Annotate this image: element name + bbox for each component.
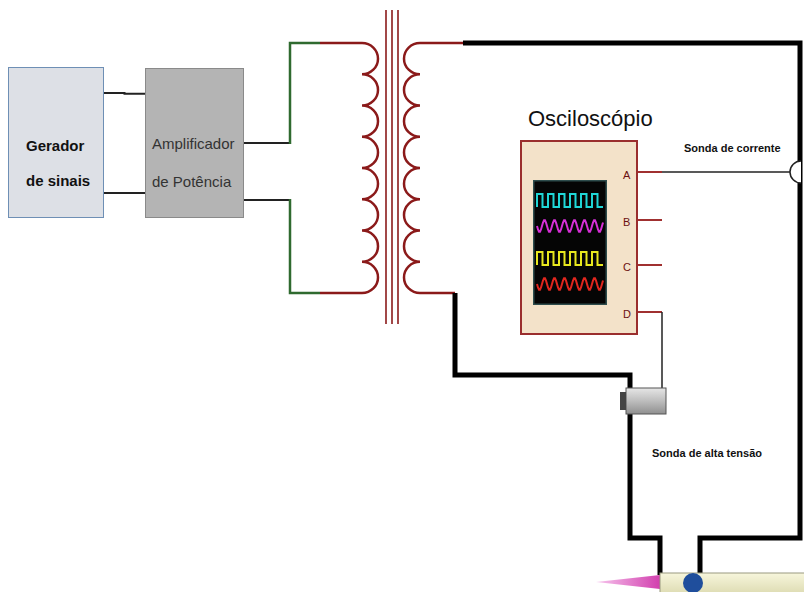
box-label: Gerador de sinais [26, 128, 98, 198]
plasma-plume [596, 575, 660, 589]
secondary-coil [404, 43, 463, 293]
current-probe-lead [662, 171, 790, 173]
waveform-trace [537, 220, 603, 231]
transformer-core [397, 10, 399, 324]
high-voltage-probe [626, 388, 666, 414]
hv-wire [455, 293, 660, 575]
waveform-trace [537, 252, 603, 265]
amplifier-box: Amplificador de Potência [145, 68, 244, 218]
box-label: Amplificador de Potência [152, 125, 238, 201]
primary-lead [290, 199, 320, 293]
scope-screen [533, 180, 607, 305]
channel-letter: B [623, 216, 630, 228]
channel-pin [638, 264, 662, 266]
electrode-ring [683, 573, 703, 592]
voltage-probe-lead [661, 312, 663, 388]
channel-letter: C [623, 261, 631, 273]
amp-wire [240, 142, 290, 144]
waveform-trace [537, 278, 603, 289]
primary-coil [320, 43, 378, 293]
signal-wire [104, 192, 145, 194]
primary-lead [290, 43, 320, 144]
channel-letter: D [623, 308, 631, 320]
probe-tip [620, 392, 626, 410]
channel-letter: A [623, 169, 630, 181]
probe-label: Sonda de alta tensão [652, 447, 762, 459]
screen-panel [534, 181, 607, 305]
channel-pin [638, 171, 662, 173]
waveform-trace [537, 194, 603, 207]
signal-wire [104, 92, 145, 95]
channel-pin [638, 311, 662, 313]
current-probe [790, 161, 801, 183]
probe-label: Sonda de corrente [684, 142, 781, 154]
generator-box: Gerador de sinais [8, 67, 104, 218]
transformer-core [391, 10, 393, 324]
oscilloscope-box: Osciloscópio [520, 140, 638, 335]
channel-pin [638, 219, 662, 221]
electrode-tube [660, 573, 804, 592]
device-title: Osciloscópio [528, 106, 636, 132]
amp-wire [240, 199, 290, 201]
transformer-core [385, 10, 387, 324]
